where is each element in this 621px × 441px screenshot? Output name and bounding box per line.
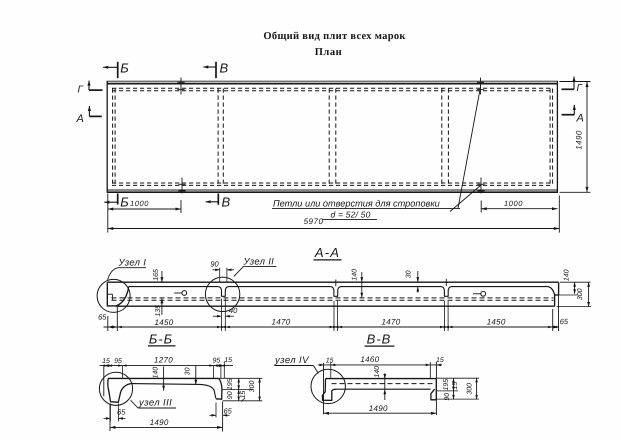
svg-text:90: 90: [444, 393, 451, 401]
svg-text:1470: 1470: [382, 318, 401, 327]
svg-text:135: 135: [155, 305, 162, 317]
svg-text:15: 15: [452, 382, 459, 390]
svg-text:1460: 1460: [360, 355, 379, 364]
svg-text:1000: 1000: [504, 199, 523, 208]
svg-text:Узел I: Узел I: [118, 257, 147, 268]
svg-text:Б: Б: [120, 195, 129, 210]
svg-text:140: 140: [152, 367, 159, 379]
svg-text:1470: 1470: [272, 318, 291, 327]
svg-text:В: В: [220, 61, 229, 76]
svg-text:40: 40: [229, 306, 238, 315]
svg-text:15: 15: [240, 391, 247, 399]
svg-text:Г: Г: [577, 83, 584, 94]
svg-text:Б: Б: [120, 61, 129, 76]
svg-text:15: 15: [436, 357, 444, 364]
svg-text:Общий вид плит всех марок: Общий вид плит всех марок: [263, 31, 406, 42]
svg-text:Г: Г: [78, 85, 85, 96]
svg-text:1490: 1490: [150, 418, 169, 427]
svg-text:5970: 5970: [304, 217, 324, 226]
svg-text:15: 15: [102, 358, 110, 365]
svg-text:95: 95: [213, 357, 221, 364]
svg-text:65: 65: [560, 317, 569, 326]
svg-text:300: 300: [466, 383, 473, 395]
svg-text:195: 195: [443, 379, 450, 391]
svg-text:Узел II: Узел II: [243, 256, 275, 267]
svg-text:1490: 1490: [575, 130, 584, 150]
svg-text:30: 30: [185, 367, 192, 375]
svg-text:1270: 1270: [154, 355, 173, 364]
svg-text:1490: 1490: [369, 404, 388, 413]
svg-text:165: 165: [153, 269, 160, 281]
svg-text:300: 300: [577, 288, 584, 300]
svg-text:15: 15: [326, 358, 334, 365]
svg-text:195: 195: [227, 378, 234, 390]
svg-text:90: 90: [227, 391, 234, 399]
svg-text:65: 65: [117, 408, 126, 417]
svg-text:d = 52/ 50: d = 52/ 50: [330, 209, 370, 219]
svg-text:Б-Б: Б-Б: [149, 331, 173, 346]
svg-text:90: 90: [210, 260, 219, 269]
svg-text:1000: 1000: [130, 199, 149, 208]
svg-text:узел III: узел III: [138, 398, 172, 409]
svg-text:65: 65: [98, 313, 107, 322]
svg-text:1450: 1450: [487, 318, 506, 327]
svg-text:Петли или отверстия для стропо: Петли или отверстия для строповки: [273, 198, 440, 208]
svg-text:В-В: В-В: [367, 331, 392, 346]
svg-text:А: А: [576, 113, 584, 125]
svg-text:95: 95: [114, 358, 122, 365]
svg-text:1450: 1450: [155, 318, 174, 327]
svg-text:30: 30: [406, 270, 413, 278]
svg-text:300: 300: [249, 381, 256, 393]
svg-text:140: 140: [374, 366, 381, 378]
svg-text:140: 140: [351, 269, 358, 281]
svg-text:А: А: [76, 113, 84, 125]
svg-text:План: План: [315, 47, 343, 58]
svg-text:узел IV: узел IV: [274, 355, 310, 366]
svg-text:А-А: А-А: [314, 245, 340, 260]
svg-text:В: В: [222, 195, 231, 210]
svg-text:65: 65: [224, 407, 233, 416]
svg-text:140: 140: [564, 269, 571, 281]
svg-text:15: 15: [224, 357, 232, 364]
